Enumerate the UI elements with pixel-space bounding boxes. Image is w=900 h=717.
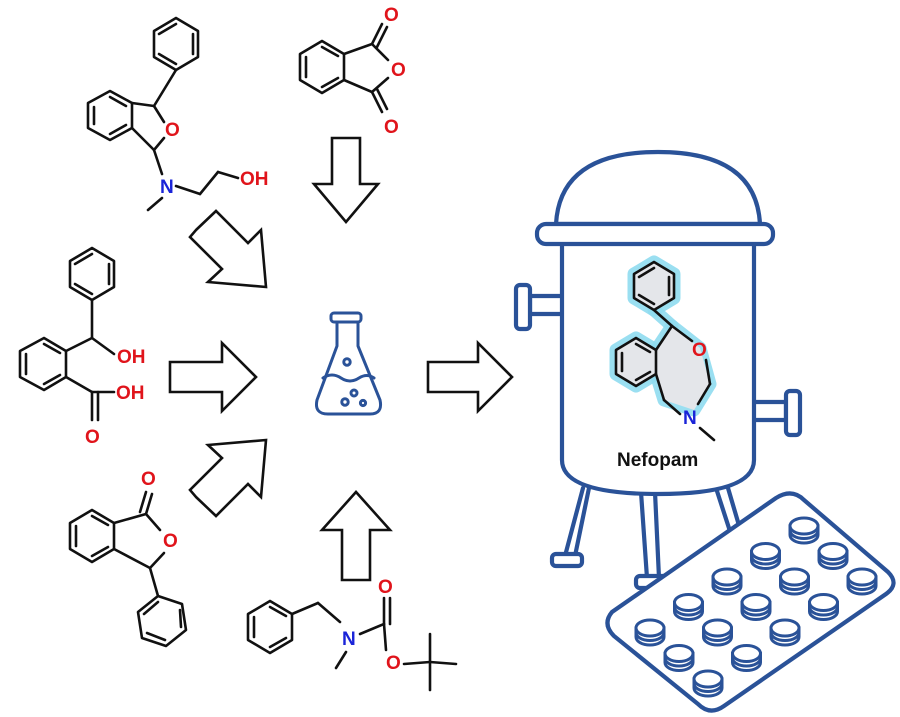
- boc-benzylamine-molecule: N O O: [246, 577, 458, 692]
- tablet: [634, 618, 666, 647]
- carbonyl-oxygen-label: O: [378, 577, 393, 598]
- ester-oxygen-label: O: [386, 653, 401, 674]
- amino-ether-precursor-molecule: O N OH: [86, 16, 269, 212]
- arrow-to-reactor: [426, 339, 514, 415]
- hydroxyl-label: OH: [117, 347, 146, 368]
- tablet: [846, 567, 878, 596]
- erlenmeyer-flask-icon: [315, 311, 382, 416]
- nefopam-molecule: O N: [609, 255, 717, 442]
- tablet: [692, 669, 724, 698]
- tablet: [769, 618, 801, 647]
- phenylphthalide-molecule: O O: [68, 469, 188, 648]
- tablet: [788, 516, 820, 545]
- arrow-diagonal-down: [188, 209, 268, 289]
- product-name-label: Nefopam: [617, 450, 698, 471]
- nitrogen-atom-label: N: [160, 177, 174, 198]
- arrow-diagonal-up: [188, 438, 268, 518]
- tablet: [808, 593, 839, 621]
- hydroxyl-label: OH: [240, 169, 269, 190]
- ring-oxygen-label: O: [391, 60, 406, 81]
- nitrogen-atom-label: N: [342, 629, 356, 650]
- tablet: [817, 542, 849, 570]
- tablet: [673, 593, 704, 621]
- carbonyl-oxygen-label: O: [384, 117, 399, 138]
- tablet: [740, 593, 772, 621]
- tablet: [731, 644, 762, 672]
- tablet: [711, 567, 743, 596]
- arrow-down: [311, 136, 381, 225]
- oxygen-atom-label: O: [165, 120, 180, 141]
- hydroxy-benzoic-acid-molecule: OH OH O: [18, 246, 146, 448]
- nefopam-nitrogen-label: N: [683, 408, 697, 429]
- phthalic-anhydride-molecule: O O O: [298, 5, 406, 138]
- tablet: [779, 567, 810, 596]
- carboxyl-hydroxyl-label: OH: [116, 383, 145, 404]
- tablet: [663, 644, 695, 672]
- carbonyl-oxygen-label: O: [384, 5, 399, 26]
- blister-pack-icon: [605, 491, 896, 713]
- tablet: [750, 542, 781, 570]
- nefopam-oxygen-label: O: [692, 340, 707, 361]
- arrow-right: [168, 339, 258, 415]
- arrow-up: [319, 490, 393, 582]
- carbonyl-oxygen-label: O: [141, 469, 156, 490]
- ring-oxygen-label: O: [163, 531, 178, 552]
- tablet: [702, 618, 733, 647]
- carbonyl-oxygen-label: O: [85, 427, 100, 448]
